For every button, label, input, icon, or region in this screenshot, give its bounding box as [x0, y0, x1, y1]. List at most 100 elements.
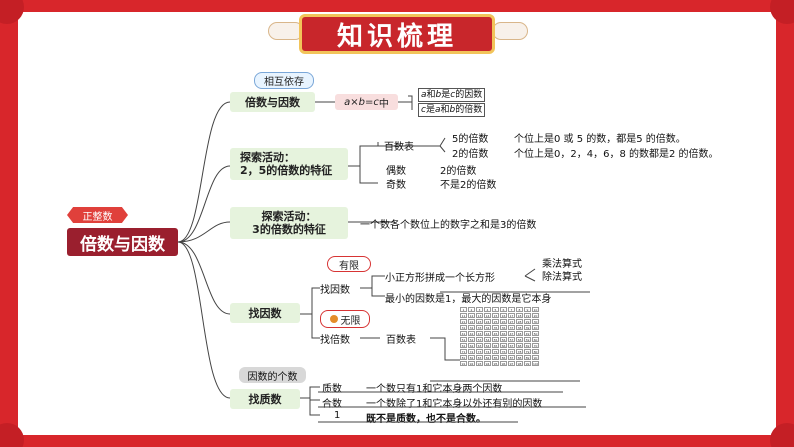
hundred-chart-cell: 80 [532, 349, 539, 354]
branch2-table: 百数表 [384, 142, 414, 153]
rel1-c: c [450, 90, 456, 100]
hundred-chart-cell: 94 [484, 361, 491, 366]
hundred-chart-cell: 90 [532, 355, 539, 360]
branch4-node[interactable]: 找因数 [230, 303, 300, 323]
hundred-chart-cell: 30 [532, 319, 539, 324]
hundred-chart-cell: 96 [500, 361, 507, 366]
hundred-chart-cell: 19 [524, 313, 531, 318]
hundred-chart-cell: 26 [500, 319, 507, 324]
hundred-chart-cell: 43 [476, 331, 483, 336]
hundred-chart-cell: 73 [476, 349, 483, 354]
hundred-chart-cell: 74 [484, 349, 491, 354]
branch3-label-line2: 3的倍数的特征 [252, 223, 326, 236]
root-node[interactable]: 倍数与因数 [67, 228, 178, 256]
hundred-chart-cell: 4 [484, 307, 491, 312]
branch5-tag: 因数的个数 [239, 367, 306, 383]
multiple-tag: 无限 [320, 310, 370, 328]
hundred-chart-cell: 55 [492, 337, 499, 342]
prime-label: 质数 [322, 384, 342, 395]
hundred-chart-underline [430, 380, 580, 382]
hundred-chart-cell: 52 [468, 337, 475, 342]
formula-times: × [350, 96, 359, 108]
hundred-chart-cell: 99 [524, 361, 531, 366]
hundred-chart-cell: 42 [468, 331, 475, 336]
multiple-method: 百数表 [386, 335, 416, 346]
formula-a: a [344, 96, 351, 108]
hundred-chart-cell: 97 [508, 361, 515, 366]
formula-c: c [373, 96, 379, 108]
root-tag: 正整数 [67, 207, 128, 223]
hundred-chart-cell: 33 [476, 325, 483, 330]
branch1-node[interactable]: 倍数与因数 [230, 92, 315, 112]
hundred-chart-cell: 8 [516, 307, 523, 312]
hundred-chart-cell: 60 [532, 337, 539, 342]
rel2-he: 和 [440, 105, 450, 115]
branch3-rule: 一个数各个数位上的数字之和是3的倍数 [360, 220, 537, 231]
hundred-chart-cell: 36 [500, 325, 507, 330]
hundred-chart-cell: 95 [492, 361, 499, 366]
frame-right [776, 0, 794, 447]
hundred-chart-cell: 53 [476, 337, 483, 342]
hundred-chart-cell: 51 [460, 337, 467, 342]
page-title: 知识梳理 [336, 21, 457, 52]
two-multiple-rule: 个位上是0，2，4，6，8 的数都是2 的倍数。 [514, 149, 719, 160]
corner-ornament-icon [770, 423, 794, 447]
two-multiple-label: 2的倍数 [452, 149, 489, 160]
hundred-chart-cell: 13 [476, 313, 483, 318]
hundred-chart-cell: 92 [468, 361, 475, 366]
rel1-b: b [435, 90, 442, 100]
hundred-chart-cell: 20 [532, 313, 539, 318]
hundred-chart-cell: 38 [516, 325, 523, 330]
rel1-shi: 是 [441, 90, 451, 100]
hundred-chart-cell: 54 [484, 337, 491, 342]
formula-zhong: 中 [378, 98, 389, 110]
rel1-tail: 的因数 [455, 90, 483, 100]
hundred-chart-cell: 85 [492, 355, 499, 360]
hundred-chart-cell: 34 [484, 325, 491, 330]
even-definition: 2的倍数 [440, 166, 477, 177]
rel2-shi: 是 [425, 105, 435, 115]
branch1-tag: 相互依存 [254, 72, 314, 89]
hundred-chart-cell: 37 [508, 325, 515, 330]
title-banner: 知识梳理 [299, 14, 495, 54]
hundred-chart-cell: 46 [500, 331, 507, 336]
hundred-chart-cell: 49 [524, 331, 531, 336]
hundred-chart-cell: 3 [476, 307, 483, 312]
hundred-chart-cell: 5 [492, 307, 499, 312]
hundred-chart-cell: 87 [508, 355, 515, 360]
hundred-chart-cell: 44 [484, 331, 491, 336]
hundred-chart-cell: 88 [516, 355, 523, 360]
hundred-chart-cell: 23 [476, 319, 483, 324]
hundred-chart-cell: 14 [484, 313, 491, 318]
rel2-b: b [449, 105, 456, 115]
five-multiple-label: 5的倍数 [452, 134, 489, 145]
hundred-chart-cell: 75 [492, 349, 499, 354]
hundred-chart-cell: 32 [468, 325, 475, 330]
hundred-chart-cell: 10 [532, 307, 539, 312]
branch2-node[interactable]: 探索活动： 2，5的倍数的特征 [230, 148, 348, 180]
hundred-chart-cell: 56 [500, 337, 507, 342]
branch2-label-line2: 2，5的倍数的特征 [240, 164, 333, 177]
branch3-node[interactable]: 探索活动： 3的倍数的特征 [230, 207, 348, 239]
hundred-chart-cell: 93 [476, 361, 483, 366]
hundred-chart-cell: 27 [508, 319, 515, 324]
rel2-a: a [434, 105, 441, 115]
branch5-underlines [318, 391, 586, 423]
formula-b: b [358, 96, 365, 108]
method-multiplication: 乘法算式 [542, 259, 582, 270]
hundred-chart-cell: 16 [500, 313, 507, 318]
composite-definition: 一个数除了1和它本身以外还有别的因数 [366, 399, 543, 410]
rel1-he: 和 [426, 90, 436, 100]
hundred-chart-cell: 84 [484, 355, 491, 360]
one-label: 1 [334, 410, 341, 421]
hundred-chart-cell: 86 [500, 355, 507, 360]
hundred-chart-cell: 7 [508, 307, 515, 312]
hundred-chart-cell: 71 [460, 349, 467, 354]
hundred-chart-cell: 21 [460, 319, 467, 324]
hundred-chart-cell: 25 [492, 319, 499, 324]
branch5-node[interactable]: 找质数 [230, 389, 300, 409]
